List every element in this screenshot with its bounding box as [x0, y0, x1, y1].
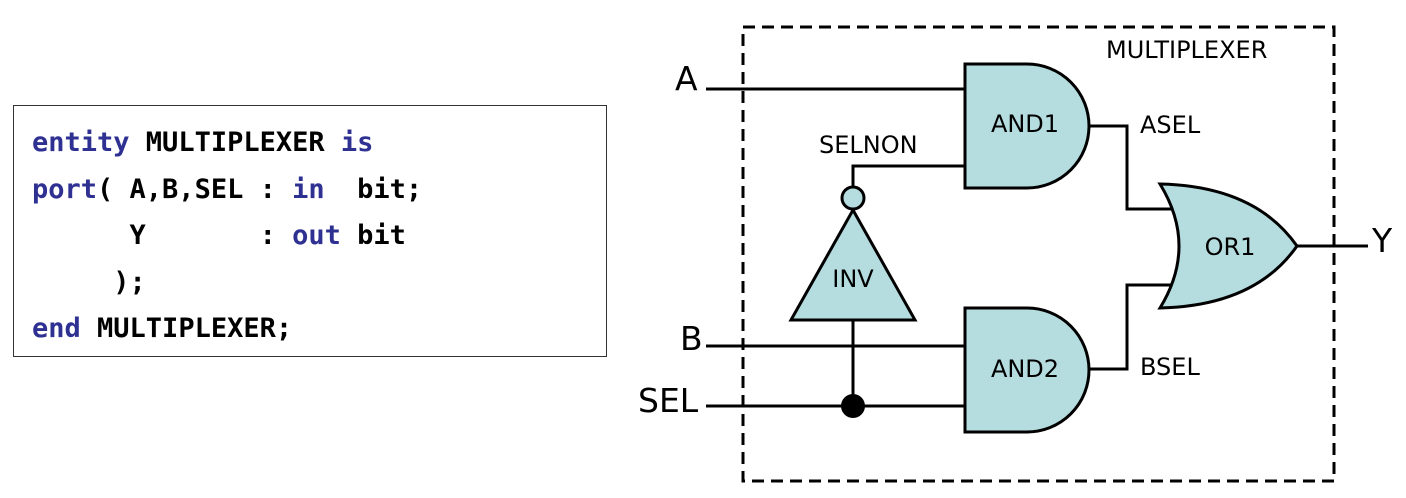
code-line: entity MULTIPLEXER is — [32, 120, 422, 167]
and1-label: AND1 — [991, 110, 1059, 138]
code-text: ); — [32, 266, 146, 298]
code-line: end MULTIPLEXER; — [32, 306, 422, 353]
inv-gate — [788, 206, 918, 322]
wire-selnon — [851, 164, 965, 186]
code-text: Y : — [32, 220, 293, 251]
port-y-label: Y — [1371, 221, 1393, 260]
port-a-label: A — [675, 59, 698, 98]
code-text: MULTIPLEXER; — [80, 313, 293, 344]
code-text: MULTIPLEXER — [129, 127, 341, 158]
port-b-label: B — [680, 319, 703, 358]
wire-asel — [1090, 124, 1192, 211]
and1-gate — [963, 62, 1091, 190]
junction-dot — [841, 394, 865, 418]
code-keyword: end — [32, 313, 81, 344]
code-keyword: port — [32, 173, 98, 205]
code-keyword: entity — [32, 127, 130, 158]
code-text: bit — [340, 220, 406, 251]
code-line: ); — [32, 260, 422, 307]
entity-boundary — [741, 25, 1336, 483]
signal-asel-label: ASEL — [1140, 111, 1201, 139]
or1-gate — [1157, 182, 1299, 310]
signal-bsel-label: BSEL — [1140, 353, 1200, 381]
entity-label: MULTIPLEXER — [1106, 36, 1267, 64]
and2-label: AND2 — [991, 355, 1059, 383]
signal-selnon-label: SELNON — [819, 131, 918, 159]
code-line: Y : out bit — [32, 213, 422, 260]
port-sel-label: SEL — [638, 381, 699, 420]
code-keyword: in — [292, 173, 325, 205]
inv-bubble — [840, 185, 866, 211]
code-text: ( A,B,SEL : — [97, 173, 293, 205]
inv-label: INV — [832, 265, 874, 293]
wire-bsel — [1090, 283, 1192, 371]
code-line: port( A,B,SEL : in bit; — [32, 167, 422, 214]
and2-gate — [963, 306, 1091, 434]
wires — [706, 87, 1368, 408]
or1-label: OR1 — [1205, 233, 1256, 261]
code-keyword: is — [340, 127, 374, 158]
code-text: bit; — [324, 173, 423, 205]
code-keyword: out — [292, 220, 341, 251]
